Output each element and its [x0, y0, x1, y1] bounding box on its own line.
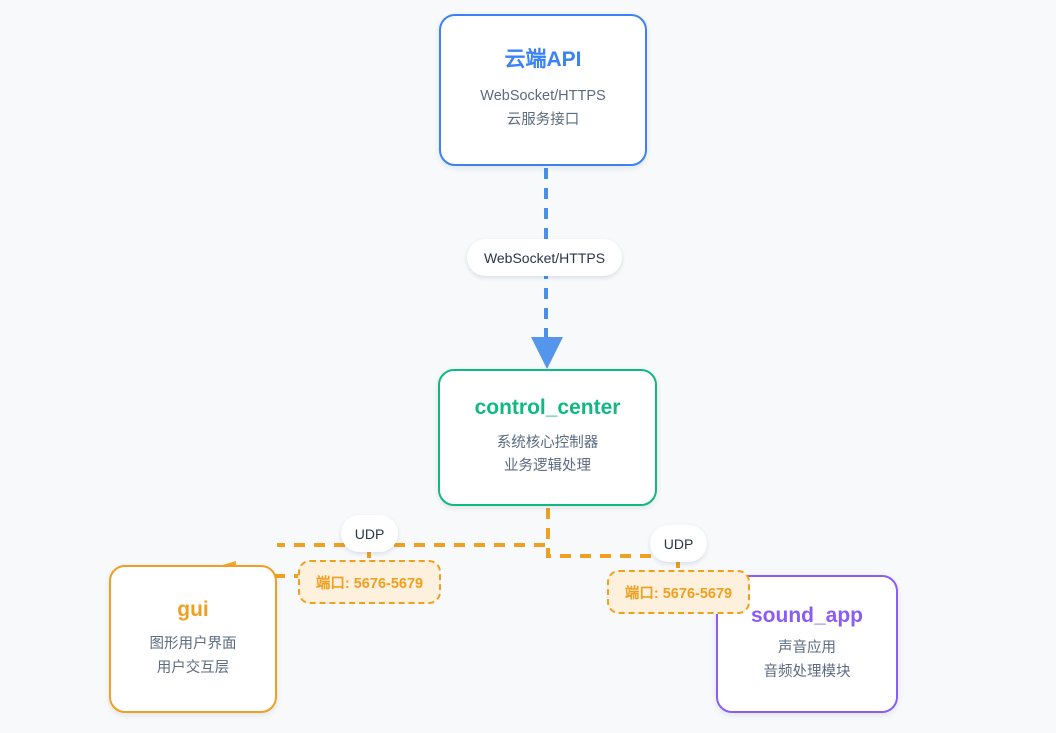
edge-label-udp-sound-app: UDP [650, 525, 707, 562]
node-cloud-api-subtitle: WebSocket/HTTPS 云服务接口 [480, 85, 605, 132]
node-gui-sub-line-2: 用户交互层 [156, 659, 230, 676]
edge-line-control-to-sound-app [546, 508, 680, 558]
node-sound-app-sub-line-2: 音频处理模块 [763, 663, 851, 680]
node-cloud-api-sub-line-1: WebSocket/HTTPS [480, 88, 606, 105]
arrowhead-into-control-center [531, 337, 563, 369]
node-control-center-subtitle: 系统核心控制器 业务逻辑处理 [497, 432, 599, 479]
node-control-center-sub-line-1: 系统核心控制器 [496, 434, 599, 451]
edge-label-websocket-https: WebSocket/HTTPS [467, 239, 622, 276]
node-gui-subtitle: 图形用户界面 用户交互层 [150, 633, 237, 680]
node-cloud-api[interactable]: 云端API WebSocket/HTTPS 云服务接口 [439, 14, 647, 166]
node-gui-title: gui [177, 597, 209, 621]
node-cloud-api-sub-line-2: 云服务接口 [506, 111, 580, 128]
node-sound-app[interactable]: sound_app 声音应用 音频处理模块 [716, 575, 898, 713]
node-gui[interactable]: gui 图形用户界面 用户交互层 [109, 565, 277, 713]
edge-line-control-to-gui [277, 508, 550, 547]
edge-label-udp-gui: UDP [341, 515, 398, 552]
node-control-center-sub-line-2: 业务逻辑处理 [504, 458, 591, 475]
node-cloud-api-title: 云端API [504, 47, 582, 71]
node-gui-sub-line-1: 图形用户界面 [149, 636, 237, 653]
node-control-center[interactable]: control_center 系统核心控制器 业务逻辑处理 [438, 369, 657, 506]
port-range-box-gui: 端口: 5676-5679 [298, 560, 441, 604]
node-sound-app-subtitle: 声音应用 音频处理模块 [764, 637, 851, 684]
node-sound-app-sub-line-1: 声音应用 [778, 640, 836, 657]
node-control-center-title: control_center [474, 396, 621, 420]
node-sound-app-title: sound_app [750, 603, 863, 627]
port-range-box-sound-app: 端口: 5676-5679 [607, 570, 750, 614]
